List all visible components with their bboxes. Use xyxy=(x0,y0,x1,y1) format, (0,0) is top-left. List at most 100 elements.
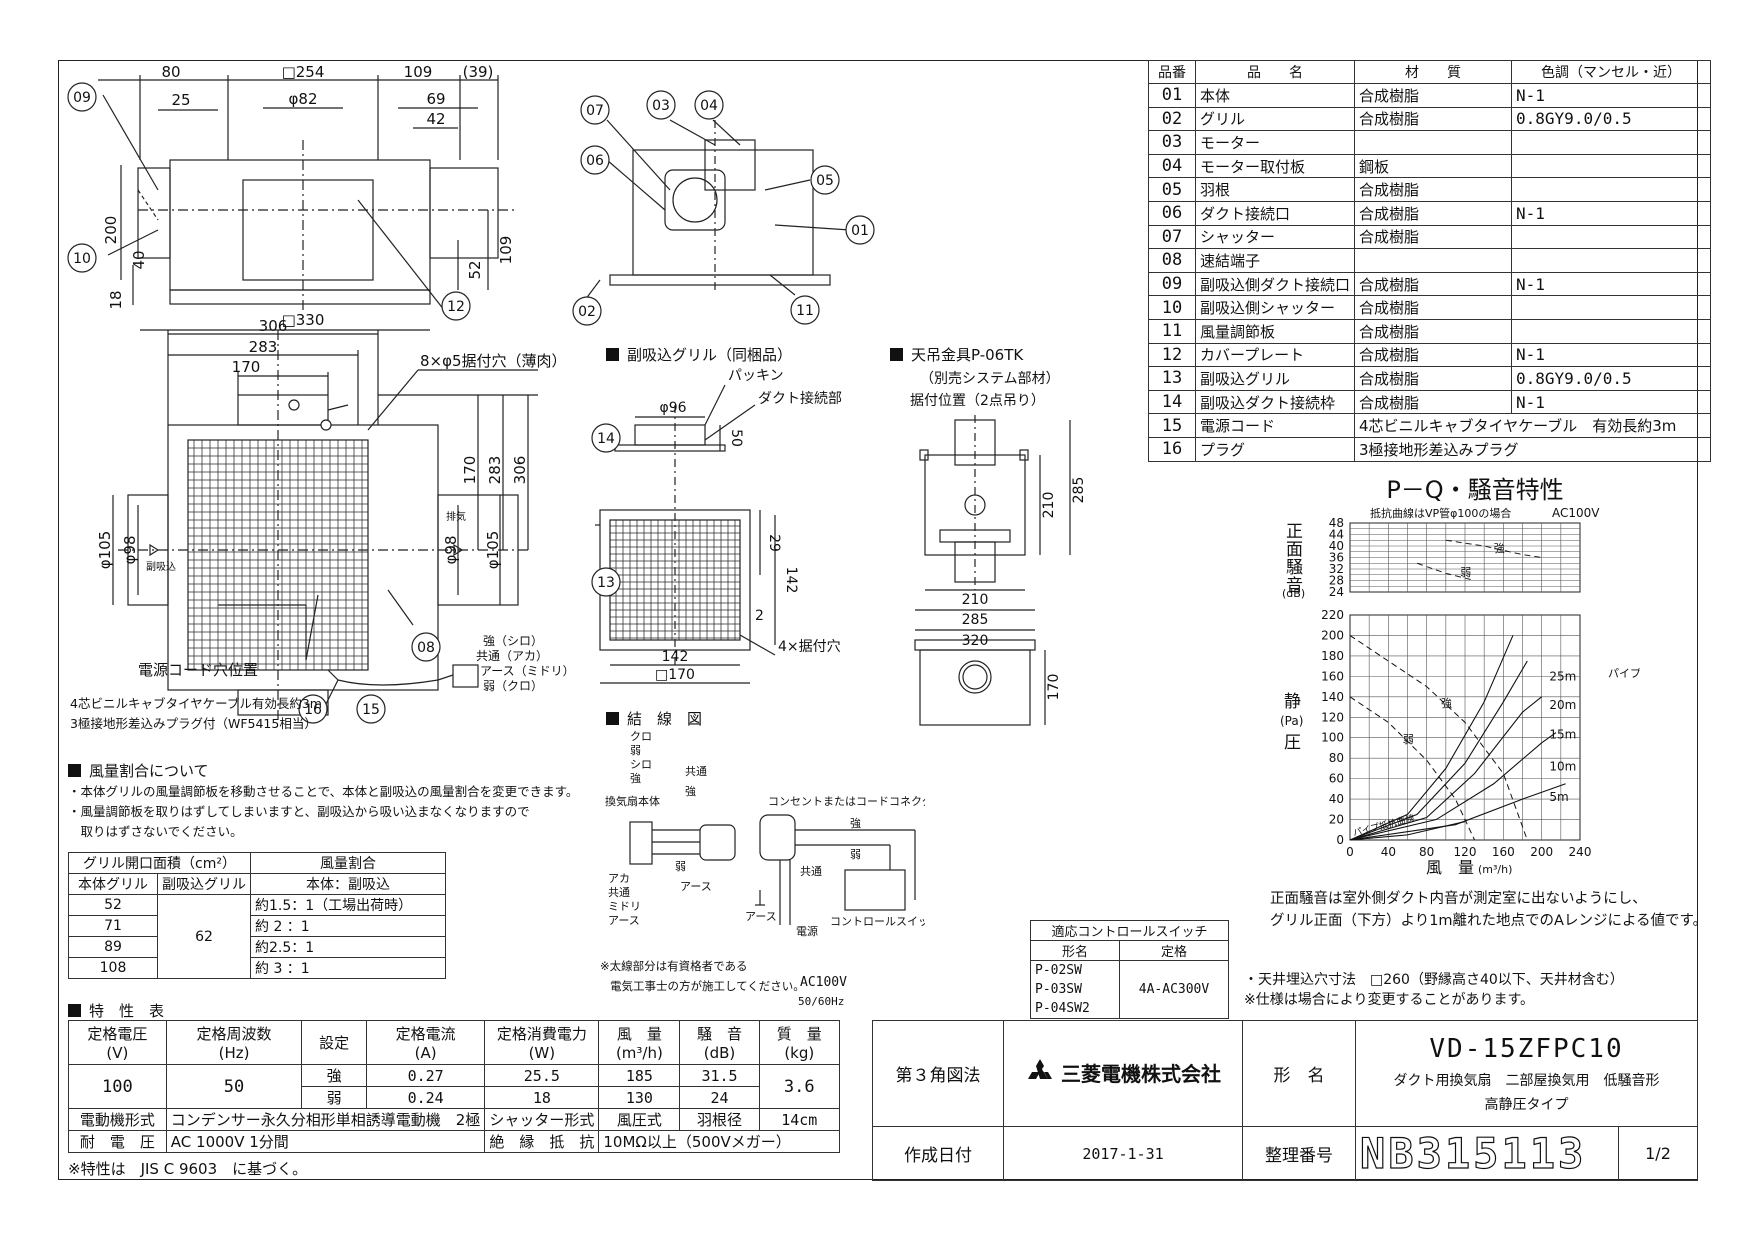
spec-blade-label: 羽根径 xyxy=(679,1108,760,1131)
part-material: 合成樹脂 xyxy=(1354,342,1513,368)
part-material: 合成樹脂 xyxy=(1354,106,1513,132)
parts-header-color: 色調（マンセル・近） xyxy=(1511,60,1712,84)
pipe-length-label: 10m xyxy=(1549,759,1576,773)
pq-chart: P－Q・騒音特性 抵抗曲線はVP管φ100の場合 AC100V パイプ長さ 48… xyxy=(1280,476,1640,877)
part-name: 電源コード xyxy=(1194,413,1356,438)
wiring-power: AC100V xyxy=(800,975,847,990)
wiring-terminal xyxy=(629,821,653,865)
part-color: N-1 xyxy=(1511,342,1712,368)
hanger-dim-320: 320 xyxy=(962,633,989,649)
part-number: 03 xyxy=(1148,130,1196,155)
part-color xyxy=(1511,224,1712,250)
ratio-h2: 風量割合 xyxy=(250,852,446,874)
pressure-tick-label: 60 xyxy=(1329,772,1344,786)
pressure-tick-label: 100 xyxy=(1321,731,1344,745)
pressure-tick-label: 0 xyxy=(1336,833,1344,847)
pressure-series-1 xyxy=(1349,696,1476,841)
callout-15: 15 xyxy=(362,702,380,718)
pressure-series-3 xyxy=(1349,660,1528,841)
title-model-cell: VD-15ZFPC10 ダクト用換気扇 二部屋換気用 低騒音形 高静圧タイプ xyxy=(1355,1020,1698,1127)
part-name: 副吸込側ダクト接続口 xyxy=(1194,271,1356,297)
ratio-sub2: 副吸込グリル xyxy=(157,873,251,895)
dim-42: 42 xyxy=(426,110,445,128)
top-view-flange xyxy=(169,289,431,305)
wire-label-earth-2: アース xyxy=(680,880,712,893)
wire-label-kuro: クロ xyxy=(630,730,652,743)
x-tick-label: 80 xyxy=(1419,845,1434,859)
part-material: 合成樹脂 xyxy=(1354,318,1513,344)
part-color: N-1 xyxy=(1511,200,1712,226)
part-color xyxy=(1511,177,1712,202)
company-logo-icon xyxy=(1025,1059,1055,1089)
bottom-view-drawing: 306 283 170 φ105 φ98 φ98 φ105 170 283 30… xyxy=(70,320,575,731)
hanger-drawing: 210 285 210 285 320 170 xyxy=(914,415,1087,726)
callout-05: 05 xyxy=(816,173,834,189)
noise-series-weak xyxy=(1416,562,1475,581)
x-tick-label: 160 xyxy=(1492,845,1515,859)
part-number: 14 xyxy=(1148,389,1196,415)
wire-label-strong-2: 強 xyxy=(685,785,696,798)
airflow-notes: ・本体グリルの風量調節板を移動させることで、本体と副吸込の風量割合を変更できます… xyxy=(68,782,578,842)
part-name: モーター xyxy=(1194,130,1356,155)
part-number: 01 xyxy=(1148,83,1196,108)
spec-flow-weak: 130 xyxy=(598,1086,681,1109)
noise-label-strong: 強 xyxy=(1494,542,1505,555)
spec-header-current: 定格電流(A) xyxy=(365,1020,486,1065)
part-number: 04 xyxy=(1148,153,1196,179)
title-model-label: 形 名 xyxy=(1242,1020,1356,1127)
side-view-motor xyxy=(704,139,756,191)
control-switch-table: 適応コントロールスイッチ 形名 定格 P-02SW P-03SW P-04SW2… xyxy=(1030,920,1229,1019)
pq-chart-title: P－Q・騒音特性 xyxy=(1386,476,1563,504)
ratio-main: 71 xyxy=(68,915,158,937)
bottom-view-bottom-duct xyxy=(237,689,329,716)
grille-label-packing: パッキン xyxy=(728,368,784,384)
side-view-drawing: 07 03 04 06 05 01 02 11 xyxy=(572,90,875,326)
wiring-outlet xyxy=(759,814,796,861)
pq-noise-ylabel-4: 音 xyxy=(1286,576,1303,596)
part-material: 合成樹脂 xyxy=(1354,224,1513,250)
grille-callouts: 14 13 xyxy=(591,423,621,597)
spec-title: 特 性 表 xyxy=(89,1002,165,1020)
hanger-subtitle: （別売システム部材） xyxy=(920,371,1060,387)
noise-tick-label: 24 xyxy=(1329,585,1344,599)
part-color xyxy=(1511,130,1712,155)
pq-press-unit: (Pa) xyxy=(1280,714,1303,728)
x-tick-label: 120 xyxy=(1454,845,1477,859)
hanger-dim-210-h: 210 xyxy=(962,592,989,608)
pq-chart-note: 抵抗曲線はVP管φ100の場合 xyxy=(1370,506,1511,520)
part-name: 副吸込側シャッター xyxy=(1194,295,1356,320)
grille-plate xyxy=(614,444,726,452)
spec-noise-weak: 24 xyxy=(679,1086,760,1109)
cord-hole-label: 電源コード穴位置 xyxy=(138,661,258,679)
spec-insulation-value: 10MΩ以上（500Vメガー） xyxy=(598,1130,840,1153)
ratio-sub1: 本体グリル xyxy=(68,873,158,895)
spec-header-voltage: 定格電圧(V) xyxy=(68,1020,167,1065)
suction-label: 副吸込 xyxy=(146,561,176,573)
parts-header-material: 材 質 xyxy=(1354,60,1513,84)
title-number: NB315113 xyxy=(1355,1126,1619,1181)
part-number: 11 xyxy=(1148,318,1196,344)
part-color: 0.8GY9.0/0.5 xyxy=(1511,366,1712,391)
callout-08: 08 xyxy=(417,640,435,656)
pq-pipe-label: パイプ長さ xyxy=(1608,667,1640,680)
grille-section-heading: 副吸込グリル（同梱品） xyxy=(606,344,792,365)
wire-label-weak: 弱 xyxy=(630,744,641,757)
spec-insulation-label: 絶 縁 抵 抗 xyxy=(484,1130,600,1153)
pressure-series-5 xyxy=(1349,732,1557,841)
pipe-length-label: 15m xyxy=(1549,728,1576,742)
spec-setting-weak: 弱 xyxy=(301,1086,367,1109)
control-switch-h1: 形名 xyxy=(1030,940,1120,961)
dim-330: □330 xyxy=(282,311,325,329)
wiring-title: 結 線 図 xyxy=(627,710,703,728)
hanger-dim-210-v: 210 xyxy=(1041,492,1057,519)
dim-52: 52 xyxy=(466,260,484,279)
pressure-tick-label: 220 xyxy=(1321,608,1344,622)
wire-label-power: 電源 xyxy=(796,924,818,938)
